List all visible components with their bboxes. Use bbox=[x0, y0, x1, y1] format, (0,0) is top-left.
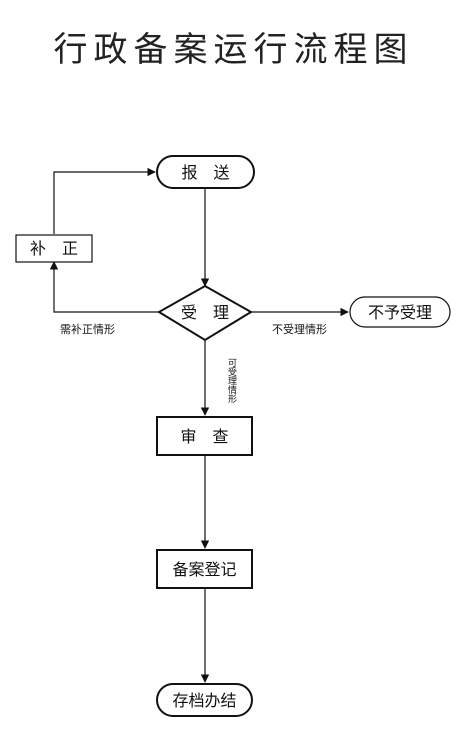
edge-correction-to-submit bbox=[53, 167, 156, 234]
node-reject-label: 不予受理 bbox=[368, 303, 432, 322]
node-accept-label: 受 理 bbox=[181, 303, 229, 322]
node-review-label: 审 查 bbox=[180, 427, 228, 446]
node-archive bbox=[156, 683, 253, 717]
node-reject bbox=[349, 296, 451, 328]
page-title: 行政备案运行流程图 bbox=[53, 30, 414, 70]
node-register bbox=[156, 549, 253, 589]
node-register-label: 备案登记 bbox=[172, 560, 236, 579]
node-correction-label: 补 正 bbox=[30, 239, 78, 258]
node-correction bbox=[15, 234, 93, 263]
node-submit-label: 报 送 bbox=[181, 163, 229, 182]
node-accept bbox=[157, 284, 253, 342]
edge-label-needs-correction: 需补正情形 bbox=[60, 323, 115, 336]
node-submit bbox=[156, 155, 255, 189]
edge-label-not-accepted: 不受理情形 bbox=[272, 323, 327, 336]
node-review bbox=[156, 416, 253, 456]
edge-label-acceptable: 可受理情形 bbox=[226, 358, 237, 404]
edge-accept-to-correction bbox=[49, 261, 159, 313]
node-archive-label: 存档办结 bbox=[172, 691, 236, 710]
